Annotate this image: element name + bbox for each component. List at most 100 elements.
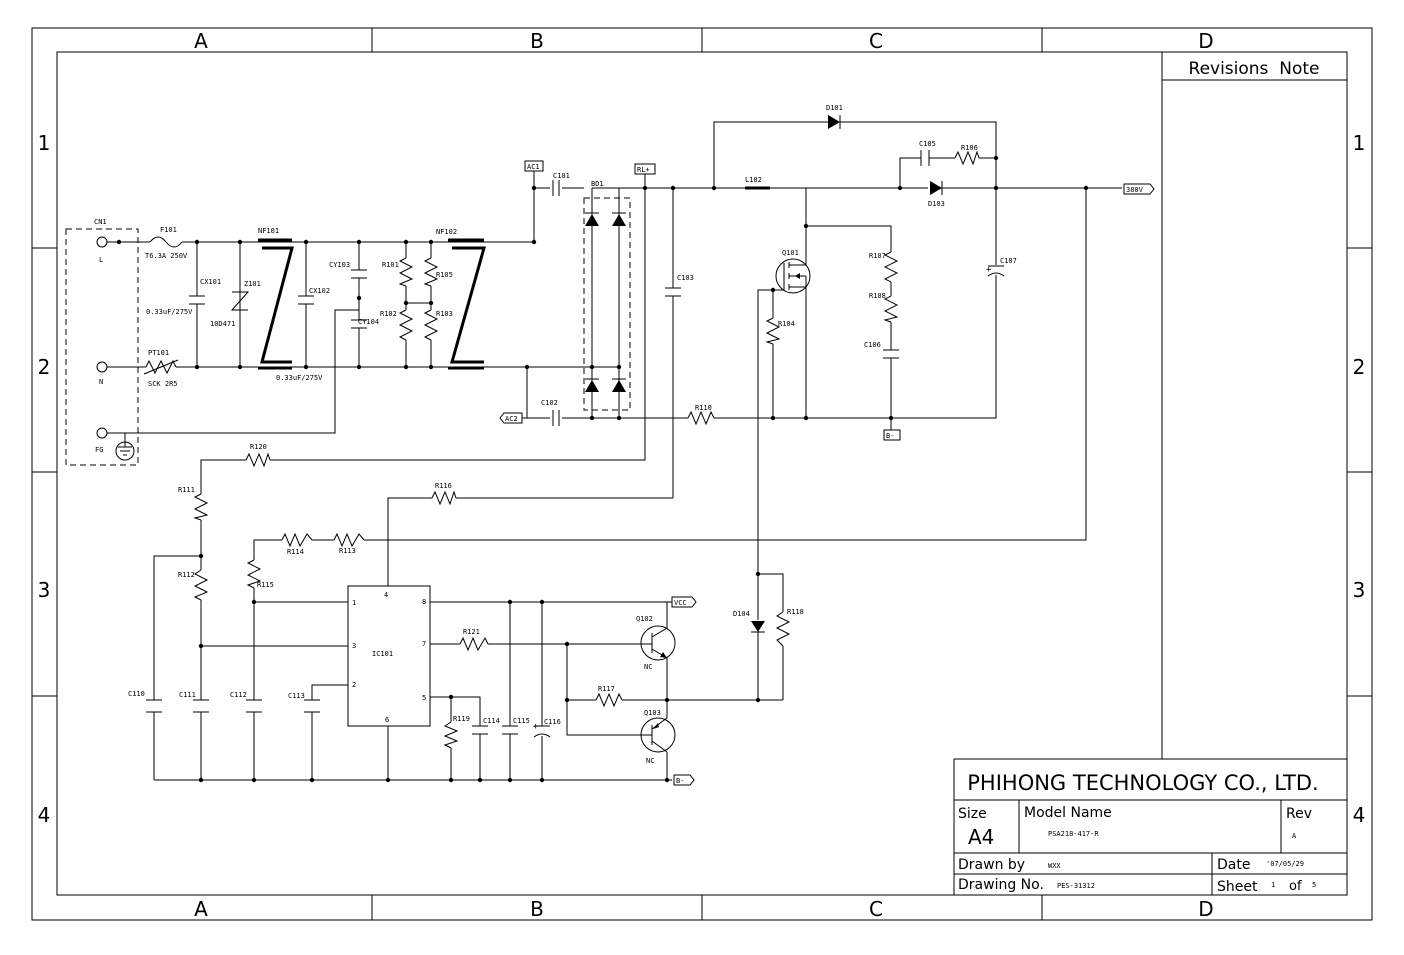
date-value: '07/05/29 [1266,860,1304,868]
q101-ref: Q101 [782,249,799,257]
r104-ref: R104 [778,320,795,328]
drawing-no-label: Drawing No. [958,877,1044,893]
ac1-tag: AC1 [524,160,544,188]
pt101-ref: PT101 [148,349,169,357]
ic-pin-2: 2 [352,681,356,689]
title-block: PHIHONG TECHNOLOGY CO., LTD. Size A4 Mod… [953,758,1348,896]
capacitor-c102: C102 [541,399,560,426]
resistor-r121: R121 [459,628,489,652]
capacitor-c106: C106 [864,341,899,359]
row-3-left: 3 [38,578,51,602]
capacitor-cy103: CY103 [329,261,367,279]
pt101-value: SCK 2R5 [148,380,178,388]
output-380v-tag: 380V [1123,183,1155,195]
of-value: 5 [1312,881,1316,889]
inductor-l102: L102 [745,176,770,190]
r110-ref: R110 [695,404,712,412]
resistor-r118: R118 [775,608,804,647]
ic-pin-1: 1 [352,599,356,607]
row-2-right: 2 [1353,355,1366,379]
cy104-ref: CY104 [358,318,379,326]
capacitor-c112: C112 [230,691,262,713]
capacitor-c101: C101 [552,172,570,196]
r101-ref: R101 [382,261,399,269]
resistor-r104: R104 [765,317,795,345]
v380-label: 380V [1126,186,1144,194]
r116-ref: R116 [435,482,452,490]
resistor-r116: R116 [431,482,457,506]
resistor-r117: R117 [595,685,623,708]
rlplus-label: RL+ [637,166,650,174]
resistor-r114: R114 [281,532,313,556]
drawing-frame: A B C D A B C D 1 2 3 4 1 2 3 4 [31,27,1373,921]
junctions-control [198,553,761,783]
bminus2-label: B- [676,777,684,785]
capacitor-c105: C105 [919,140,936,166]
nf102-ref: NF102 [436,228,457,236]
f101-ref: F101 [160,226,177,234]
resistor-r111: R111 [178,486,209,521]
capacitor-cy104: CY104 [351,318,379,329]
ic101-ref: IC101 [372,650,393,658]
resistor-r101: R101 [382,257,414,287]
ic-pin-6: 6 [385,716,389,724]
c114-ref: C114 [483,717,500,725]
ic-pin-5: 5 [422,694,426,702]
c111-ref: C111 [179,691,196,699]
row-4-right: 4 [1353,803,1366,827]
choke-nf102: NF102 [436,228,486,370]
col-c-bottom: C [869,897,883,921]
junctions-input [116,239,537,370]
c110-ref: C110 [128,690,145,698]
row-4-left: 4 [38,803,51,827]
col-d-bottom: D [1198,897,1213,921]
cx101-ref: CX101 [200,278,221,286]
resistor-r113: R113 [333,532,365,555]
f101-value: T6.3A 250V [145,252,188,260]
diode-d104: D104 [733,610,765,633]
resistor-r120: R120 [245,443,271,468]
r108-ref: R108 [869,292,886,300]
junctions-dc [531,155,1089,421]
diode-d103: D103 [928,181,945,208]
r107-ref: R107 [869,252,886,260]
capacitor-c115: C115 [502,717,530,735]
revisions-note-title: Revisions Note [1189,59,1320,79]
cx102-value: 0.33uF/275V [276,374,323,382]
c116-plus-icon: + [533,722,539,732]
capacitor-cx102: CX102 0.33uF/275V [276,287,330,382]
drawing-no-value: PES-31312 [1057,882,1095,890]
b-minus-tag-top: B- [883,429,901,441]
r119-ref: R119 [453,715,470,723]
ic101: IC101 1 2 3 4 5 6 7 8 [347,585,431,727]
r106-ref: R106 [961,144,978,152]
col-b-bottom: B [530,897,544,921]
resistor-r107: R107 [869,251,899,283]
r111-ref: R111 [178,486,195,494]
capacitor-c110: C110 [128,690,162,713]
row-3-right: 3 [1353,578,1366,602]
c107-plus-icon: + [986,265,992,275]
r113-ref: R113 [339,547,356,555]
c106-ref: C106 [864,341,881,349]
input-connector-cn1: CN1 L N FG [65,218,139,466]
ic-pin-7: 7 [422,640,426,648]
r112-ref: R112 [178,571,195,579]
rev-label: Rev [1286,806,1312,822]
c102-ref: C102 [541,399,558,407]
model-name-value: PSA218-417-R [1048,830,1099,838]
revisions-box: Revisions Note [1161,51,1348,760]
resistor-r105: R105 [423,257,453,287]
sheet-label: Sheet [1217,879,1258,895]
z101-value: 10D471 [210,320,235,328]
mosfet-q101: Q101 [775,249,811,296]
c105-ref: C105 [919,140,936,148]
resistor-r115: R115 [246,559,274,589]
col-a-top: A [194,29,208,53]
vcc-tag: VCC [671,596,697,608]
r117-ref: R117 [598,685,615,693]
col-a-bottom: A [194,897,208,921]
resistor-r119: R119 [443,715,470,749]
c112-ref: C112 [230,691,247,699]
row-1-right: 1 [1353,131,1366,155]
